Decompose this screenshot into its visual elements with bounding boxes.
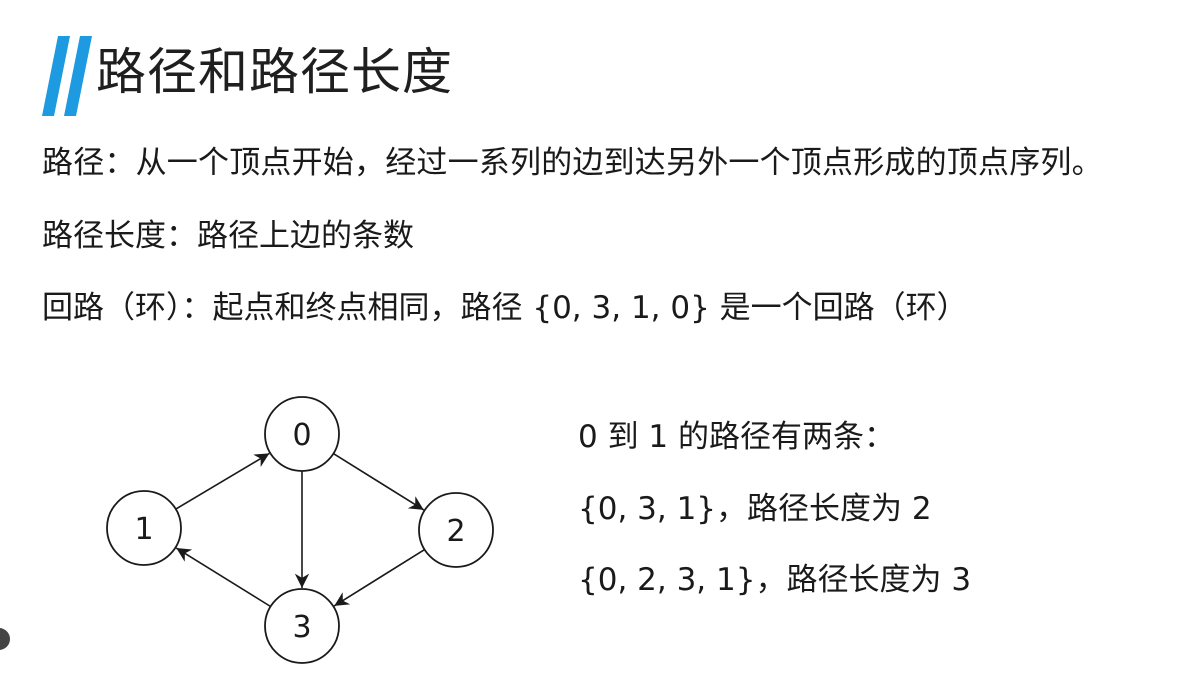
path-length-definition: 路径长度：路径上边的条数 bbox=[42, 218, 414, 254]
node-1-circle bbox=[106, 490, 182, 566]
directed-graph: 0 1 2 3 bbox=[106, 396, 494, 664]
edge-1-to-0 bbox=[175, 452, 270, 510]
slide-title: 路径和路径长度 bbox=[96, 43, 453, 101]
node-2-label: 2 bbox=[446, 514, 465, 549]
path-definition: 路径：从一个顶点开始，经过一系列的边到达另外一个顶点形成的顶点序列。 bbox=[42, 145, 1103, 181]
edge-3-to-1 bbox=[175, 547, 271, 608]
title-accent-bars bbox=[42, 36, 92, 116]
node-1-label: 1 bbox=[134, 512, 153, 547]
node-3-label: 3 bbox=[292, 610, 311, 645]
path-option-a: {0, 3, 1}，路径长度为 2 bbox=[578, 491, 932, 527]
node-0-circle bbox=[264, 396, 340, 472]
path-option-b: {0, 2, 3, 1}，路径长度为 3 bbox=[578, 562, 972, 598]
paths-heading: 0 到 1 的路径有两条： bbox=[578, 419, 896, 455]
node-3-circle bbox=[264, 588, 340, 664]
slide-edge-dot bbox=[0, 628, 10, 650]
node-0-label: 0 bbox=[292, 418, 311, 453]
edge-2-to-3 bbox=[333, 548, 426, 607]
edge-0-to-2 bbox=[332, 452, 425, 511]
node-2-circle bbox=[418, 492, 494, 568]
cycle-definition: 回路（环）：起点和终点相同，路径 {0, 3, 1, 0} 是一个回路（环） bbox=[42, 290, 968, 326]
